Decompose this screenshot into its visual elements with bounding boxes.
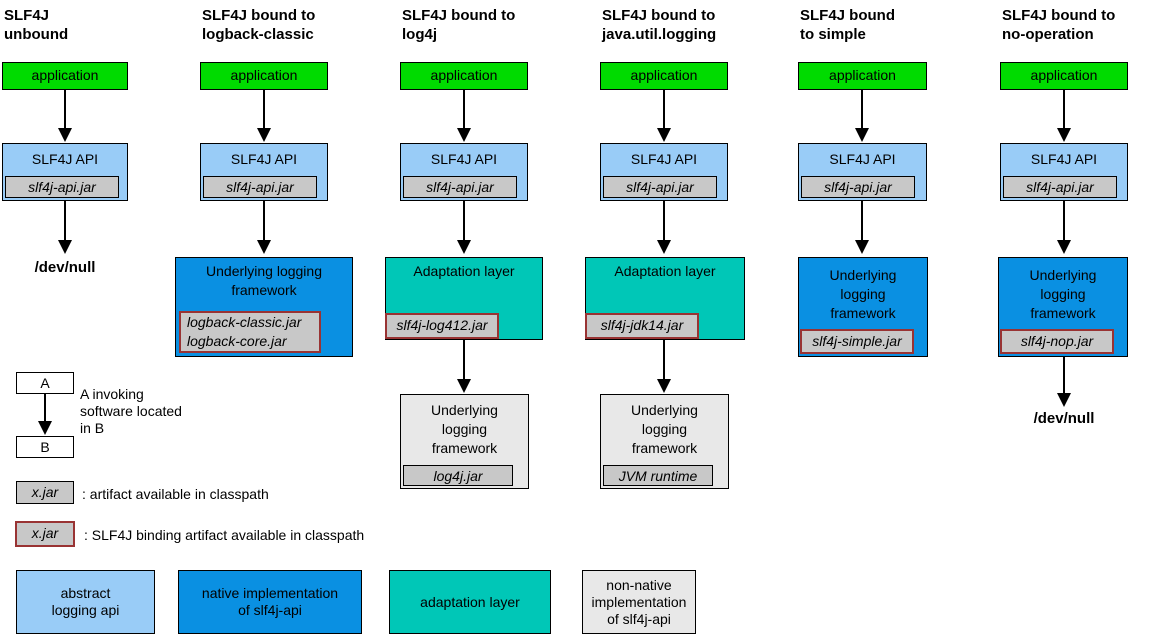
underlying-framework-label: Underlying logging framework (431, 402, 498, 456)
legend-native-impl-box: native implementation of slf4j-api (178, 570, 362, 634)
legend-binding-text: : SLF4J binding artifact available in cl… (84, 527, 365, 543)
binding-jar-label: slf4j-log412.jar (385, 313, 499, 339)
legend-artifact-text: : artifact available in classpath (82, 486, 269, 502)
underlying-framework-box: Underlying logging framework logback-cla… (175, 257, 353, 357)
column-title-log4j: SLF4J bound to log4j (402, 7, 516, 43)
arrow-down-icon (855, 90, 869, 142)
column-title-jul: SLF4J bound to java.util.logging (602, 7, 717, 43)
legend-invokee-box: B (16, 436, 74, 458)
api-jar-label: slf4j-api.jar (603, 176, 717, 198)
arrow-down-icon (1057, 90, 1071, 142)
column-title-unbound: SLF4J unbound (4, 7, 69, 43)
slf4j-api-label: SLF4J API (829, 151, 896, 167)
arrow-down-icon (657, 340, 671, 393)
underlying-framework-label: Underlying logging framework (1029, 267, 1097, 321)
slf4j-api-box: SLF4J API slf4j-api.jar (2, 143, 128, 201)
application-box: application (798, 62, 927, 90)
arrow-down-icon (1057, 357, 1071, 407)
arrow-down-icon (257, 90, 271, 142)
slf4j-api-box: SLF4J API slf4j-api.jar (400, 143, 528, 201)
adaptation-layer-box: Adaptation layer slf4j-jdk14.jar (585, 257, 745, 340)
dev-null-label: /dev/null (1033, 410, 1095, 427)
slf4j-api-label: SLF4J API (630, 151, 698, 167)
column-title-simple: SLF4J bound to simple (800, 7, 895, 43)
arrow-down-icon (1057, 201, 1071, 254)
binding-jar-label: slf4j-jdk14.jar (585, 313, 699, 339)
legend-abstract-api-box: abstract logging api (16, 570, 155, 634)
arrow-down-icon (457, 90, 471, 142)
arrow-down-icon (657, 201, 671, 254)
column-title-logback: SLF4J bound to logback-classic (202, 7, 316, 43)
arrow-down-icon (855, 201, 869, 254)
arrow-down-icon (58, 201, 72, 254)
legend-artifact-sample: x.jar (16, 481, 74, 504)
adaptation-layer-label: Adaptation layer (614, 263, 716, 279)
dev-null-label: /dev/null (34, 259, 96, 276)
framework-jar-label: log4j.jar (403, 465, 513, 486)
legend-invoking-text: A invoking software located in B (80, 386, 182, 436)
application-box: application (600, 62, 728, 90)
binding-jar-label: logback-classic.jar logback-core.jar (179, 311, 321, 353)
api-jar-label: slf4j-api.jar (203, 176, 317, 198)
api-jar-label: slf4j-api.jar (801, 176, 915, 198)
application-box: application (2, 62, 128, 90)
application-box: application (1000, 62, 1128, 90)
application-box: application (400, 62, 528, 90)
legend-adaptation-box: adaptation layer (389, 570, 551, 634)
arrow-down-icon (457, 340, 471, 393)
binding-jar-label: slf4j-simple.jar (800, 329, 914, 354)
adaptation-layer-label: Adaptation layer (413, 263, 515, 279)
underlying-framework-box: Underlying logging framework JVM runtime (600, 394, 729, 489)
underlying-framework-box: Underlying logging framework slf4j-simpl… (798, 257, 928, 357)
arrow-down-icon (657, 90, 671, 142)
slf4j-api-box: SLF4J API slf4j-api.jar (600, 143, 728, 201)
underlying-framework-box: Underlying logging framework log4j.jar (400, 394, 529, 489)
api-jar-label: slf4j-api.jar (5, 176, 119, 198)
legend-binding-sample: x.jar (15, 521, 75, 547)
slf4j-api-label: SLF4J API (430, 151, 498, 167)
adaptation-layer-box: Adaptation layer slf4j-log412.jar (385, 257, 543, 340)
api-jar-label: slf4j-api.jar (403, 176, 517, 198)
slf4j-api-box: SLF4J API slf4j-api.jar (200, 143, 328, 201)
slf4j-api-box: SLF4J API slf4j-api.jar (1000, 143, 1128, 201)
application-box: application (200, 62, 328, 90)
underlying-framework-label: Underlying logging framework (631, 402, 698, 456)
arrow-down-icon (38, 394, 52, 435)
api-jar-label: slf4j-api.jar (1003, 176, 1117, 198)
slf4j-api-label: SLF4J API (230, 151, 298, 167)
slf4j-api-label: SLF4J API (31, 151, 99, 167)
underlying-framework-label: Underlying logging framework (206, 263, 322, 298)
column-title-nop: SLF4J bound to no-operation (1002, 7, 1116, 43)
slf4j-api-box: SLF4J API slf4j-api.jar (798, 143, 927, 201)
arrow-down-icon (257, 201, 271, 254)
arrow-down-icon (457, 201, 471, 254)
legend-invoker-box: A (16, 372, 74, 394)
binding-jar-label: slf4j-nop.jar (1000, 329, 1114, 354)
framework-jar-label: JVM runtime (603, 465, 713, 486)
arrow-down-icon (58, 90, 72, 142)
underlying-framework-label: Underlying logging framework (829, 267, 897, 321)
slf4j-api-label: SLF4J API (1030, 151, 1098, 167)
legend-non-native-box: non-native implementation of slf4j-api (582, 570, 696, 634)
underlying-framework-box: Underlying logging framework slf4j-nop.j… (998, 257, 1128, 357)
